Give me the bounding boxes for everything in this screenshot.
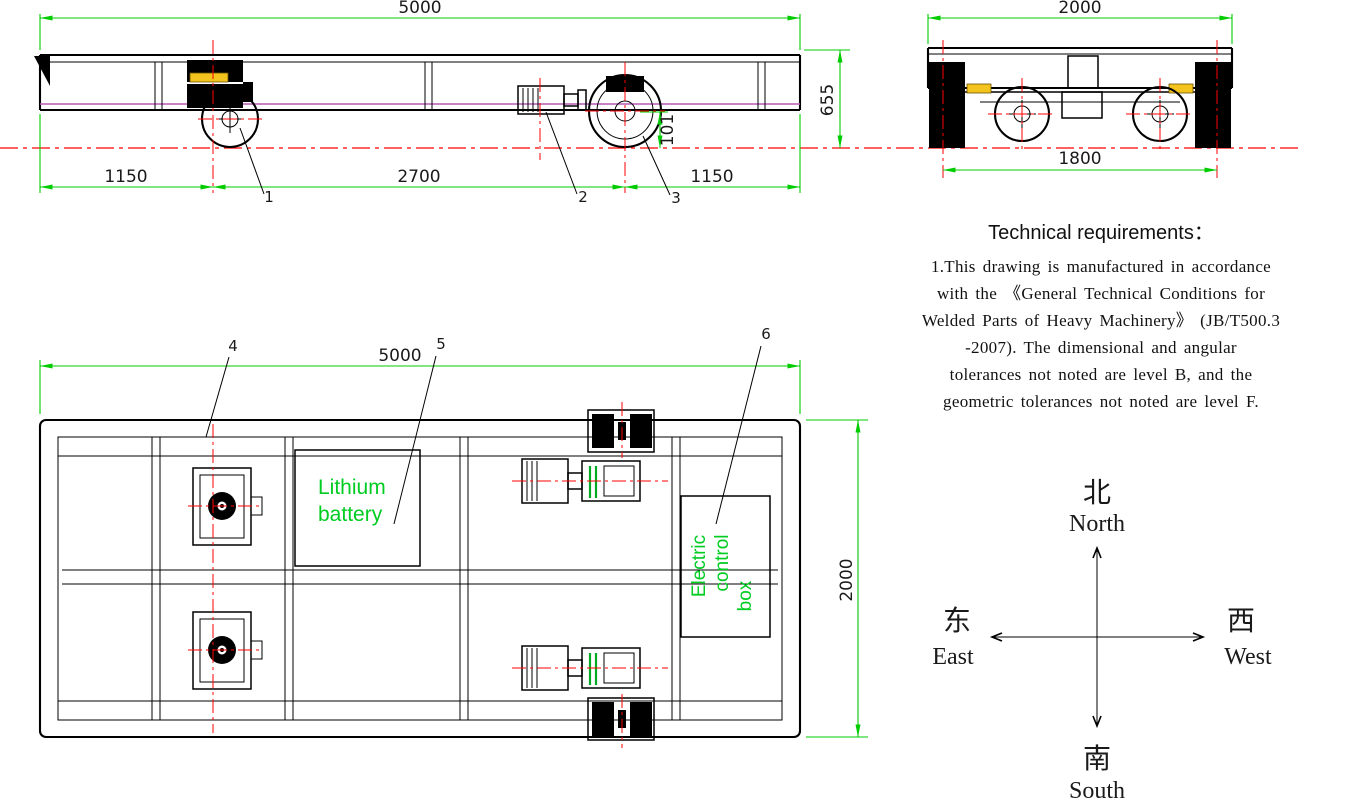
compass-west-en: West bbox=[1224, 644, 1272, 670]
dim-wheel-rail: 101 bbox=[658, 114, 678, 146]
callout-3: 3 bbox=[671, 189, 681, 207]
callout-4: 4 bbox=[228, 337, 238, 355]
plan-view: Lithium battery bbox=[38, 325, 868, 748]
electric-control-box bbox=[680, 495, 771, 638]
technical-requirements-line: geometric tolerances not noted are level… bbox=[943, 392, 1259, 411]
drive-wheel-unit-top bbox=[587, 409, 655, 453]
compass-east-en: East bbox=[932, 644, 974, 670]
technical-requirements-line: Welded Parts of Heavy Machinery》 (JB/T50… bbox=[921, 311, 1281, 330]
drive-wheel-unit-bottom bbox=[587, 697, 655, 741]
callout-6: 6 bbox=[761, 325, 771, 343]
side-view: 5000 655 101 1150 2700 1150 1 2 3 bbox=[34, 0, 850, 207]
dim-right-overhang: 1150 bbox=[690, 167, 733, 187]
drive-unit-left bbox=[187, 60, 260, 149]
motor-nameplate bbox=[189, 72, 229, 83]
compass-north-en: North bbox=[1069, 511, 1125, 537]
battery-box bbox=[294, 449, 421, 567]
compass-north-zh: 北 bbox=[1083, 476, 1111, 509]
technical-requirements-title: Technical requirements： bbox=[988, 222, 1214, 244]
control-box-label-1: Electric bbox=[689, 535, 710, 597]
dim-wheel-gauge: 1800 bbox=[1058, 149, 1101, 169]
motor-nameplate-left bbox=[966, 83, 992, 94]
battery-label-line2: battery bbox=[318, 503, 383, 526]
technical-requirements-line: -2007). The dimensional and angular bbox=[965, 338, 1237, 357]
dim-plan-length: 5000 bbox=[378, 346, 421, 366]
end-view: 2000 1800 bbox=[926, 0, 1234, 178]
callout-5: 5 bbox=[436, 335, 446, 353]
dim-wheelbase: 2700 bbox=[397, 167, 440, 187]
compass-south-zh: 南 bbox=[1083, 742, 1111, 775]
technical-requirements-line: tolerances not noted are level B, and th… bbox=[949, 365, 1253, 384]
control-box-label-2: control bbox=[712, 534, 733, 591]
callout-1: 1 bbox=[264, 188, 274, 206]
technical-requirements: Technical requirements： 1.This drawing i… bbox=[860, 216, 1342, 415]
dim-deck-height: 655 bbox=[818, 84, 838, 116]
dim-plan-width: 2000 bbox=[837, 558, 857, 601]
dim-left-overhang: 1150 bbox=[104, 167, 147, 187]
gear-block-left bbox=[929, 62, 965, 148]
technical-requirements-line: 1.This drawing is manufactured in accord… bbox=[930, 257, 1272, 276]
technical-requirements-line: with the 《General Technical Conditions f… bbox=[936, 284, 1266, 303]
motor-nameplate-right bbox=[1168, 83, 1194, 94]
compass-south-en: South bbox=[1069, 778, 1125, 801]
traction-motor bbox=[517, 85, 587, 115]
dim-side-length: 5000 bbox=[398, 0, 441, 18]
control-box-label-3: box bbox=[735, 580, 756, 611]
compass: 北 North 东 East 西 West 南 South bbox=[932, 476, 1272, 801]
compass-west-zh: 西 bbox=[1227, 604, 1255, 637]
deck-end-stop bbox=[34, 56, 50, 86]
dim-end-width: 2000 bbox=[1058, 0, 1101, 18]
callout-2: 2 bbox=[578, 188, 588, 206]
battery-label-line1: Lithium bbox=[318, 476, 386, 499]
gear-block-right bbox=[1195, 62, 1231, 148]
compass-east-zh: 东 bbox=[943, 604, 971, 637]
